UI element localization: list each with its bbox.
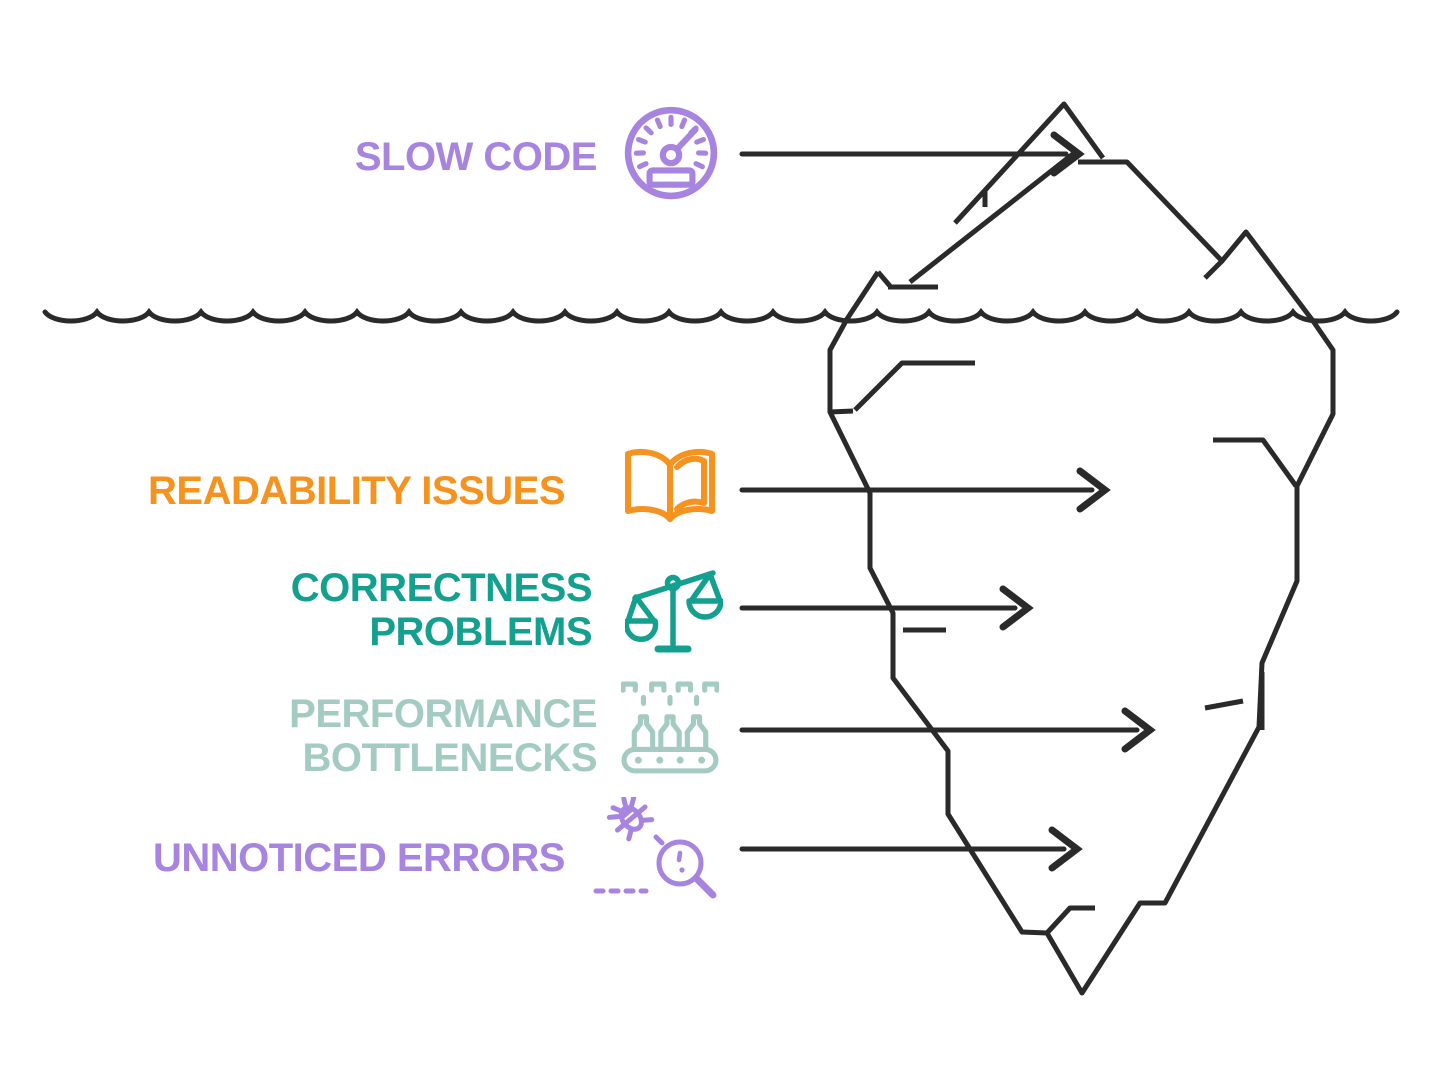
magnifier-lens <box>656 839 704 887</box>
iceberg-hull <box>827 159 1336 996</box>
label-correctness-line1: CORRECTNESS <box>290 566 593 610</box>
label-unnoticed-text: UNNOTICED ERRORS <box>152 836 566 880</box>
speedometer-ticks <box>633 114 709 170</box>
iceberg-spur-foot <box>1203 259 1224 280</box>
label-performance-line1: PERFORMANCE <box>289 692 597 736</box>
arrow-performance <box>739 707 1156 753</box>
arrow-correctness <box>739 585 1034 631</box>
arrow-unnoticed <box>739 826 1083 872</box>
balance-scale-icon <box>625 570 723 653</box>
label-readability-text: READABILITY ISSUES <box>148 469 566 513</box>
facet-bottom-right <box>1204 698 1244 711</box>
facet-left-tick <box>829 408 854 415</box>
iceberg-summit <box>953 101 1106 225</box>
label-correctness-line2: PROBLEMS <box>369 610 592 654</box>
connector-arrows <box>739 131 1156 872</box>
label-slow-code: SLOW CODE <box>354 135 598 179</box>
label-slow-code-text: SLOW CODE <box>354 135 598 179</box>
magnifier-handle <box>692 874 717 899</box>
arrow-slow-code <box>739 131 1085 177</box>
arrow-readability <box>739 467 1111 513</box>
bug-glyph <box>606 797 655 842</box>
label-unnoticed-errors: UNNOTICED ERRORS <box>152 836 566 880</box>
iceberg-outline <box>827 101 1336 996</box>
iceberg-left-peak-edge <box>876 270 892 288</box>
lens-mark-dot <box>679 867 685 873</box>
facet-right-notch <box>1213 437 1299 488</box>
iceberg-left-slope <box>908 148 1080 284</box>
label-correctness-problems: CORRECTNESS PROBLEMS <box>290 566 593 654</box>
bug-trail-dash <box>653 834 665 846</box>
lens-mark-dash <box>676 850 683 863</box>
label-readability-issues: READABILITY ISSUES <box>148 469 566 513</box>
waterline-wave <box>42 307 1400 324</box>
bug-magnifier-icon <box>593 797 717 899</box>
open-book-icon <box>625 448 715 522</box>
speedometer-icon <box>624 106 718 200</box>
label-performance-bottlenecks: PERFORMANCE BOTTLENECKS <box>289 692 597 780</box>
facet-bottom-center <box>1045 905 1095 935</box>
label-performance-line2: BOTTLENECKS <box>302 736 598 780</box>
bottling-conveyor-icon <box>621 681 719 774</box>
facet-upper-left <box>853 360 975 412</box>
